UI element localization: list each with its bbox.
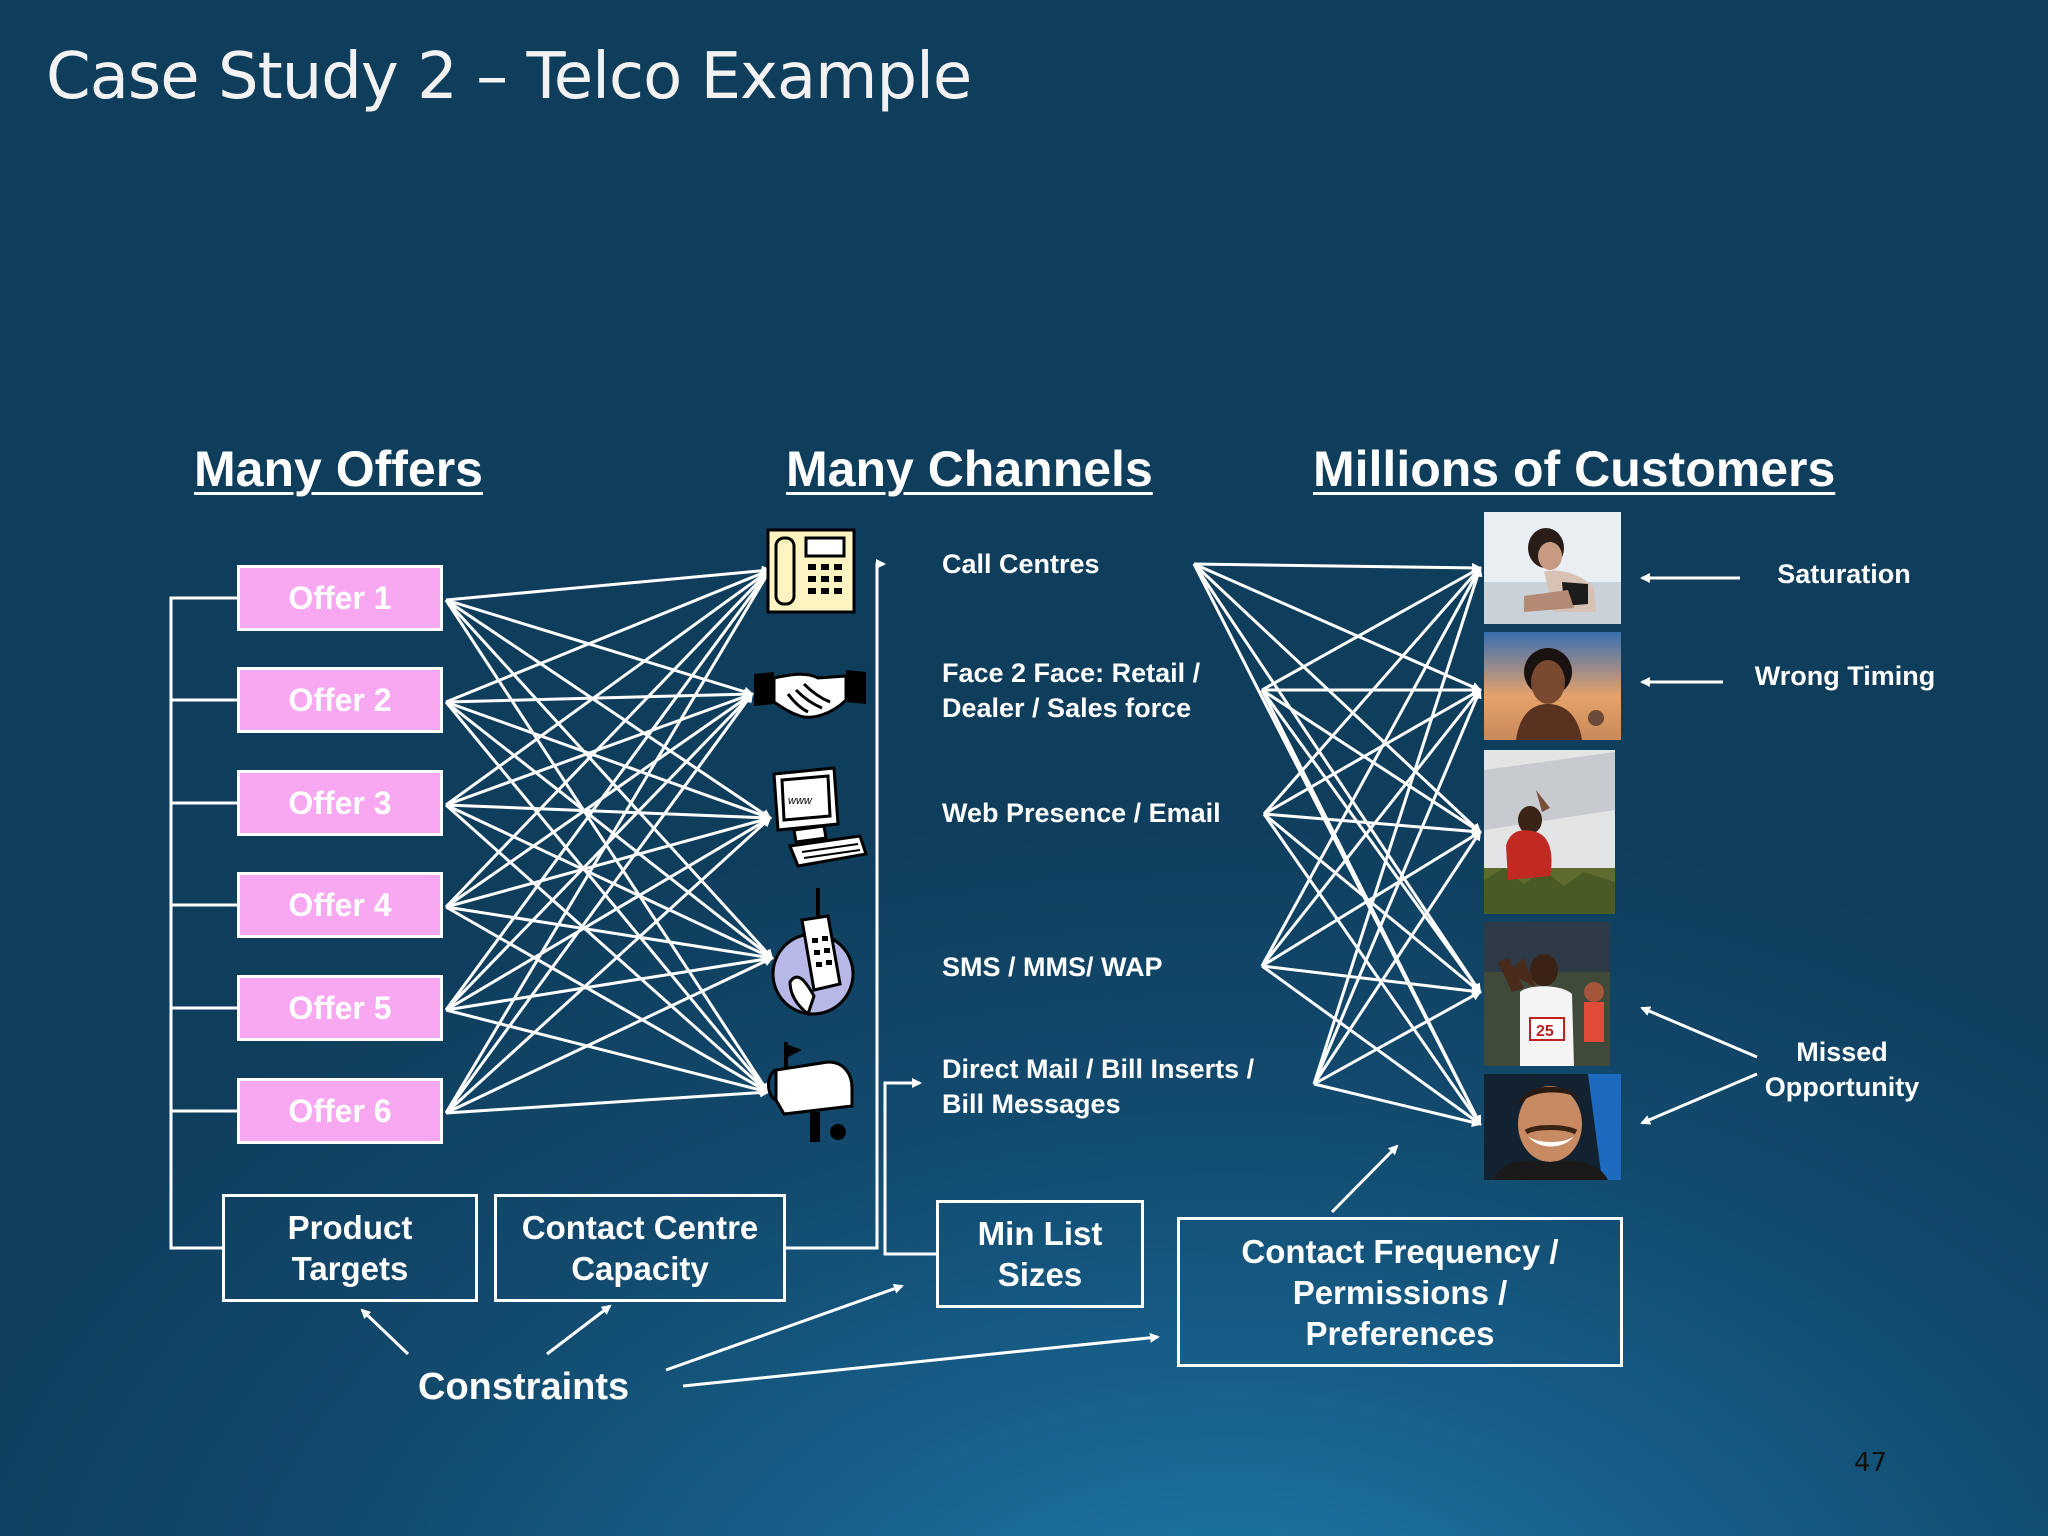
- offer-6: Offer 6: [237, 1078, 443, 1144]
- bracket-lines: [169, 559, 936, 1256]
- offer-1-to-channel-2-line: [445, 598, 754, 697]
- channel-2-to-customer-3-line: [1261, 688, 1482, 834]
- issue-missed-opportunity: Missed Opportunity: [1764, 1037, 1920, 1102]
- offer-1: Offer 1: [237, 565, 443, 631]
- channel-5-to-customer-4-line: [1313, 990, 1482, 1086]
- channel-label-direct-mail: Direct Mail / Bill Inserts / Bill Messag…: [942, 1054, 1255, 1119]
- offer-3-to-channel-3-line: [445, 803, 772, 823]
- channel-label-call-centres: Call Centres: [942, 549, 1100, 579]
- constraint-contact-centre-capacity: Contact Centre Capacity: [494, 1194, 786, 1302]
- issue-arrows: [1640, 573, 1758, 1125]
- channel-4-to-customer-5-line: [1261, 964, 1482, 1126]
- offer-2-to-channel-3-line: [445, 700, 772, 821]
- offer-5-to-channel-2-line: [444, 692, 754, 1012]
- channel-4-to-customer-4-line: [1261, 964, 1482, 997]
- offer-1-to-channel-4-line: [444, 598, 774, 960]
- handshake-icon: [754, 670, 866, 719]
- channel-4-to-customer-2-line: [1260, 688, 1482, 967]
- channel-4-to-customer-1-line: [1260, 566, 1482, 967]
- channel-3-to-customer-2-line: [1263, 688, 1482, 816]
- offer-3-to-channel-1-line: [445, 568, 772, 807]
- constraint-arrows: [360, 1144, 1399, 1388]
- mobile-phone-icon: [771, 888, 855, 1017]
- constraint-product-targets: Product Targets: [222, 1194, 478, 1302]
- woman-outdoors-photo: [1484, 750, 1615, 914]
- heading-many-channels: Many Channels: [786, 441, 1153, 497]
- channel-4-to-customer-3-line: [1261, 830, 1482, 968]
- telephone-icon: [766, 528, 856, 614]
- channel-3-to-customer-3-line: [1263, 812, 1482, 837]
- offer-4: Offer 4: [237, 872, 443, 938]
- issue-saturation: Saturation: [1777, 559, 1911, 589]
- offer-5-to-channel-4-line: [445, 954, 774, 1012]
- channel-1-to-customer-3-line: [1192, 562, 1482, 834]
- offer-5-to-channel-3-line: [445, 816, 772, 1012]
- offer-3: Offer 3: [237, 770, 443, 836]
- offer-4-to-channel-1-line: [444, 568, 772, 909]
- channel-1-to-customer-2-line: [1193, 562, 1482, 692]
- woman-leaning-photo: [1484, 512, 1621, 624]
- offer-2-to-channel-1-line: [445, 568, 772, 704]
- channel-2-to-customer-1-line: [1261, 566, 1482, 692]
- offer-5-to-channel-1-line: [444, 568, 772, 1011]
- svg-text:www: www: [788, 795, 813, 807]
- offer-3-to-channel-4-line: [445, 803, 774, 960]
- smiling-man-photo: [1484, 1074, 1621, 1180]
- heading-millions-of-customers: Millions of Customers: [1313, 441, 1836, 497]
- constraint-min-list-sizes: Min List Sizes: [936, 1200, 1144, 1308]
- offer-6-to-channel-1-line: [444, 568, 772, 1114]
- woman-portrait-photo: [1484, 632, 1621, 740]
- offer-2: Offer 2: [237, 667, 443, 733]
- offer-4-to-channel-4-line: [445, 905, 774, 962]
- channel-2-to-customer-4-line: [1260, 689, 1482, 994]
- constraints-label: Constraints: [418, 1366, 630, 1408]
- offer-4-to-channel-3-line: [445, 815, 772, 909]
- channel-5-to-customer-1-line: [1312, 566, 1483, 1085]
- constraint-contact-frequency: Contact Frequency / Permissions / Prefer…: [1177, 1217, 1623, 1367]
- channel-label-web-email: Web Presence / Email: [942, 798, 1221, 828]
- offer-2-to-channel-2-line: [445, 689, 754, 704]
- computer-icon: www: [772, 766, 868, 868]
- mailbox-icon: [767, 1042, 854, 1142]
- offer-1-to-channel-3-line: [445, 598, 772, 820]
- channel-customer-lines: [1192, 562, 1483, 1127]
- runner-photo: 25: [1484, 922, 1610, 1066]
- channel-label-face-to-face: Face 2 Face: Retail / Dealer / Sales for…: [942, 658, 1201, 723]
- slide-title: Case Study 2 – Telco Example: [46, 40, 972, 114]
- channel-3-to-customer-1-line: [1262, 566, 1482, 815]
- channel-1-to-customer-1-line: [1193, 562, 1482, 573]
- heading-many-offers: Many Offers: [194, 441, 483, 497]
- issue-wrong-timing: Wrong Timing: [1754, 661, 1936, 691]
- offer-6-to-channel-3-line: [444, 816, 772, 1115]
- channel-5-to-customer-5-line: [1313, 1082, 1482, 1127]
- channel-5-to-customer-3-line: [1312, 830, 1482, 1085]
- offer-2-to-channel-4-line: [445, 700, 774, 960]
- offer-1-to-channel-1-line: [445, 565, 772, 602]
- offer-5: Offer 5: [237, 975, 443, 1041]
- offer-6-to-channel-2-line: [444, 692, 754, 1114]
- page-number: 47: [1854, 1448, 1888, 1478]
- svg-text:25: 25: [1536, 1023, 1554, 1040]
- offer-channel-lines: [444, 565, 774, 1115]
- offer-5-to-channel-5-line: [445, 1008, 770, 1095]
- channel-label-sms-mms-wap: SMS / MMS/ WAP: [942, 952, 1163, 982]
- offer-6-to-channel-4-line: [445, 956, 774, 1115]
- channel-1-to-customer-4-line: [1192, 563, 1482, 994]
- channel-5-to-customer-2-line: [1312, 688, 1482, 1085]
- offer-6-to-channel-5-line: [445, 1087, 770, 1115]
- channel-3-to-customer-5-line: [1262, 813, 1482, 1126]
